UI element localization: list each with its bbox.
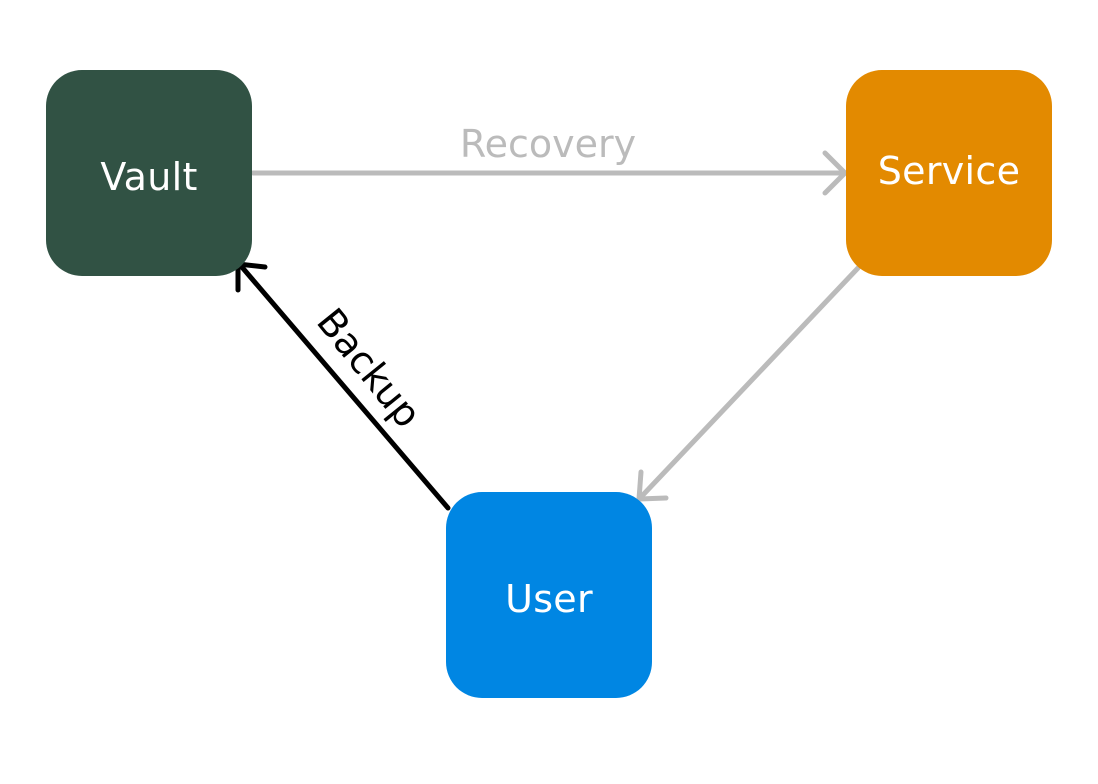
node-service-label: Service xyxy=(877,149,1021,193)
node-vault-label: Vault xyxy=(100,155,198,199)
edge-backup-line xyxy=(238,263,451,511)
edge-recovery-arrowhead xyxy=(822,150,848,196)
edge-service-to-user xyxy=(636,265,861,502)
edge-service-to-user-line xyxy=(638,265,861,500)
node-service: Service xyxy=(846,70,1052,276)
node-user-label: User xyxy=(505,577,593,621)
edge-recovery xyxy=(250,150,848,196)
node-user: User xyxy=(446,492,652,698)
node-vault: Vault xyxy=(46,70,252,276)
edge-label-recovery: Recovery xyxy=(459,122,637,166)
edge-service-to-user-arrowhead xyxy=(636,469,669,502)
